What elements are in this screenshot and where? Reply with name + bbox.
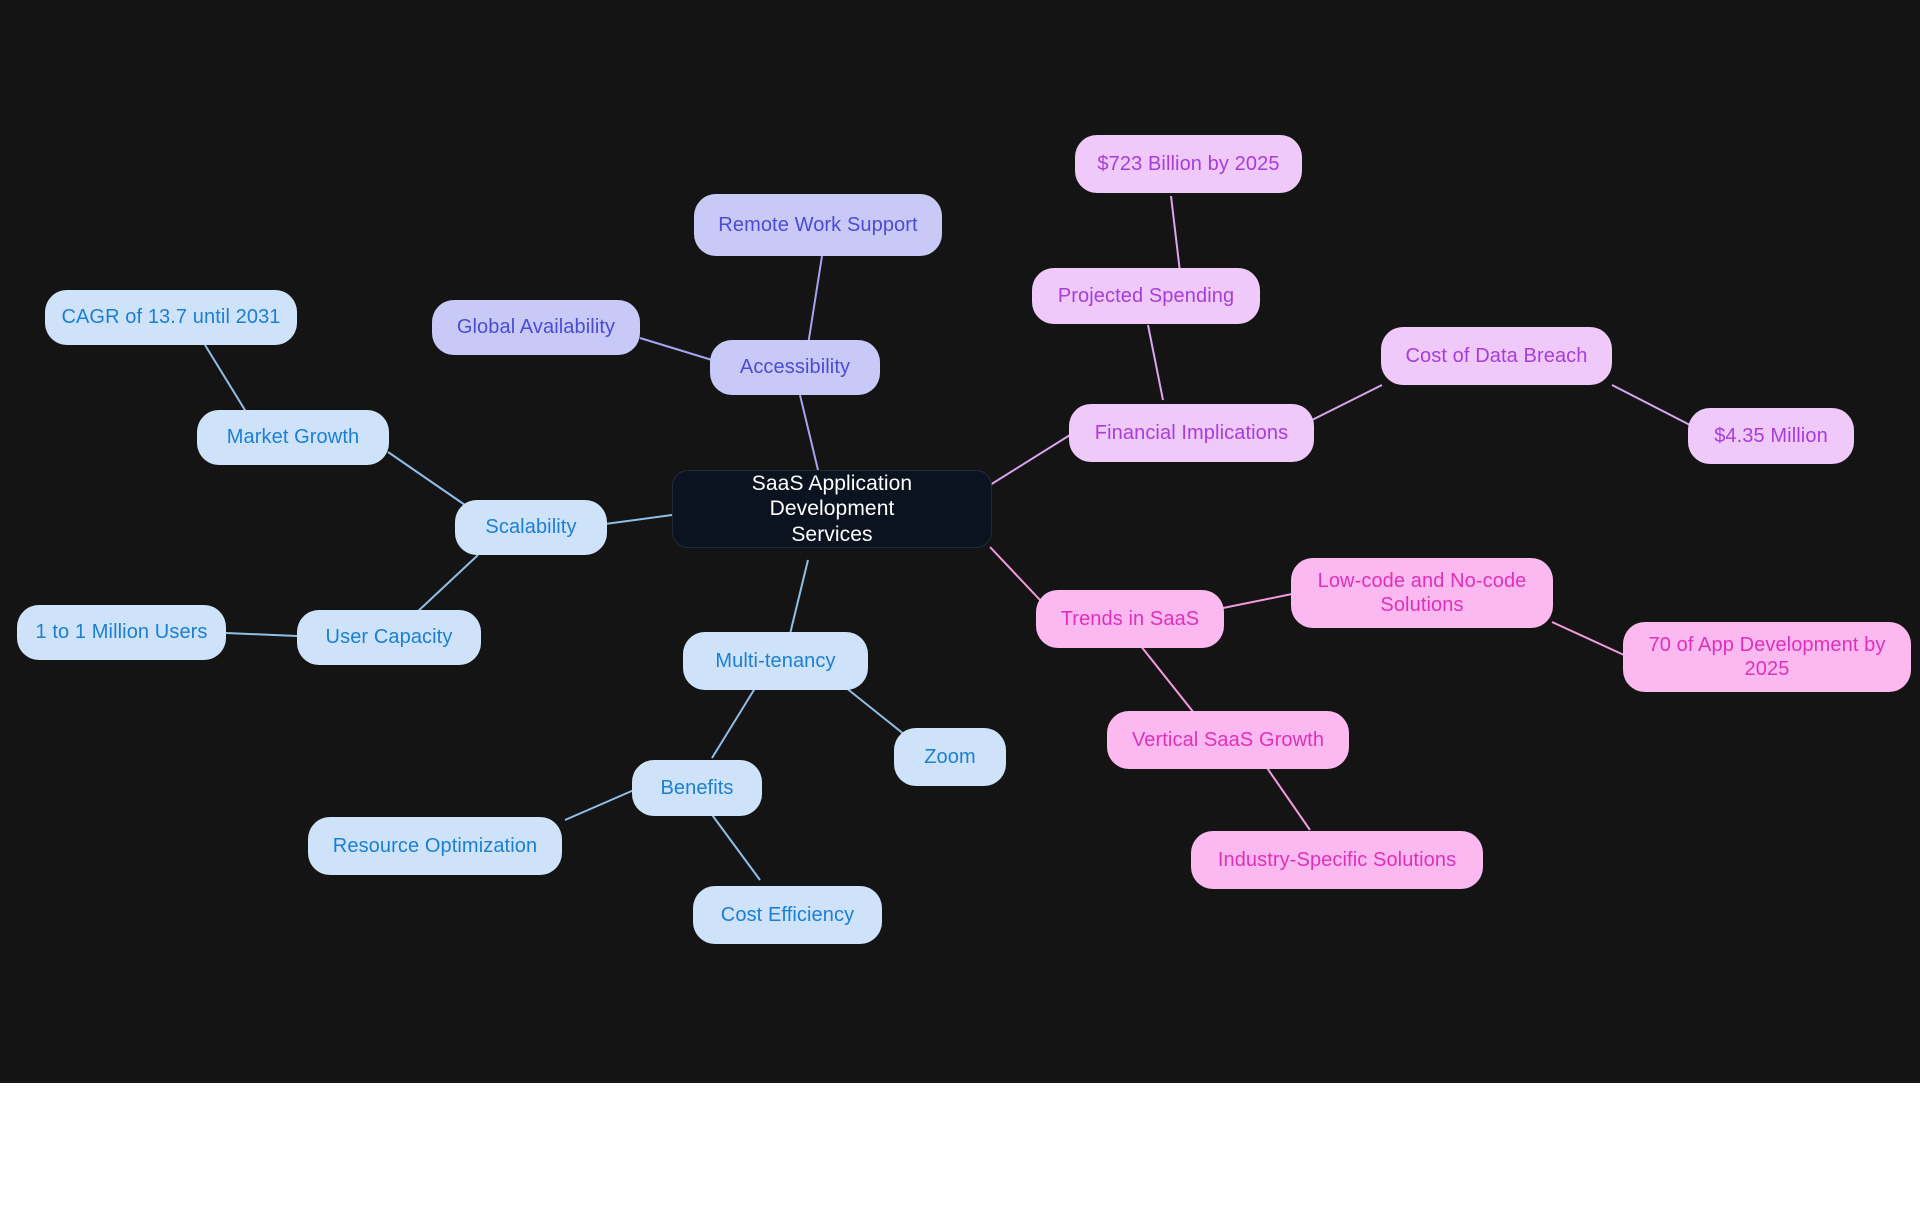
mindmap-canvas: SaaS Application Development Services Sc… [0,0,1920,1083]
node-global-availability[interactable]: Global Availability [432,300,640,355]
node-vertical-saas-growth[interactable]: Vertical SaaS Growth [1107,711,1349,769]
node-trends-in-saas[interactable]: Trends in SaaS [1036,590,1224,648]
node-root[interactable]: SaaS Application Development Services [672,470,992,548]
edge-trends-low-code [1222,593,1293,609]
node-scalability[interactable]: Scalability [455,500,607,555]
node-financial-implications[interactable]: Financial Implications [1069,404,1314,462]
node-user-capacity-label: User Capacity [325,626,453,649]
edge-scalability-market-growth [387,451,466,506]
edge-vertical-growth-industry [1264,764,1311,831]
node-market-growth[interactable]: Market Growth [197,410,389,465]
node-remote-work-support[interactable]: Remote Work Support [694,194,942,256]
node-users-range[interactable]: 1 to 1 Million Users [17,605,226,660]
edge-user-capacity-users [225,632,298,637]
edge-benefits-resource-optimization [564,789,635,821]
edge-financial-cost-data-breach [1311,384,1383,421]
edge-scalability-user-capacity [414,554,479,615]
node-zoom-label: Zoom [924,745,976,768]
node-app-dev-2025-label: 70 of App Development by 2025 [1648,633,1886,680]
node-app-dev-2025[interactable]: 70 of App Development by 2025 [1623,622,1911,692]
node-accessibility-label: Accessibility [739,356,851,379]
node-cost-efficiency[interactable]: Cost Efficiency [693,886,882,944]
node-cost-efficiency-label: Cost Efficiency [720,903,855,926]
node-user-capacity[interactable]: User Capacity [297,610,481,665]
node-resource-optimization[interactable]: Resource Optimization [308,817,562,875]
node-multi-tenancy-label: Multi-tenancy [715,649,836,672]
node-root-label: SaaS Application Development Services [751,471,913,546]
footer-bar [0,1083,1920,1215]
node-low-code-no-code-label: Low-code and No-code Solutions [1317,569,1527,616]
node-vertical-saas-growth-label: Vertical SaaS Growth [1131,728,1325,751]
node-cagr[interactable]: CAGR of 13.7 until 2031 [45,290,297,345]
node-global-availability-label: Global Availability [456,316,616,339]
node-accessibility[interactable]: Accessibility [710,340,880,395]
node-cost-of-data-breach[interactable]: Cost of Data Breach [1381,327,1612,385]
node-remote-work-support-label: Remote Work Support [718,213,918,236]
node-resource-optimization-label: Resource Optimization [332,834,538,857]
edge-low-code-app-dev [1551,621,1625,656]
edge-projected-spending-723b [1170,195,1181,273]
node-benefits-label: Benefits [660,776,734,799]
node-projected-spending-label: Projected Spending [1057,284,1235,307]
edge-root-multi-tenancy [789,559,809,635]
edge-multi-tenancy-zoom [839,682,906,736]
edge-trends-vertical-growth [1139,644,1199,719]
node-zoom[interactable]: Zoom [894,728,1006,786]
node-financial-implications-label: Financial Implications [1094,421,1289,444]
edge-benefits-cost-efficiency [706,807,761,881]
edge-market-growth-cagr [204,344,249,416]
node-trends-in-saas-label: Trends in SaaS [1060,607,1200,630]
node-spend-2025[interactable]: $723 Billion by 2025 [1075,135,1302,193]
edge-accessibility-global-availability [639,337,713,361]
node-spend-2025-label: $723 Billion by 2025 [1097,152,1280,175]
node-cagr-label: CAGR of 13.7 until 2031 [61,306,281,329]
edge-root-trends [989,546,1041,601]
edge-multi-tenancy-benefits [711,684,758,759]
edge-root-scalability [604,514,673,525]
node-scalability-label: Scalability [485,516,577,539]
node-users-range-label: 1 to 1 Million Users [35,621,208,644]
node-breach-cost-label: $4.35 Million [1714,424,1828,447]
node-multi-tenancy[interactable]: Multi-tenancy [683,632,868,690]
edge-financial-projected-spending [1147,324,1164,401]
node-cost-of-data-breach-label: Cost of Data Breach [1405,344,1588,367]
node-projected-spending[interactable]: Projected Spending [1032,268,1260,324]
node-industry-specific[interactable]: Industry-Specific Solutions [1191,831,1483,889]
node-breach-cost[interactable]: $4.35 Million [1688,408,1854,464]
edge-accessibility-remote-work [807,255,823,346]
edge-root-accessibility [799,394,819,471]
edge-root-financial-implications [989,434,1071,486]
node-industry-specific-label: Industry-Specific Solutions [1217,848,1457,871]
edge-cost-data-breach-435m [1611,384,1691,426]
node-low-code-no-code[interactable]: Low-code and No-code Solutions [1291,558,1553,628]
node-benefits[interactable]: Benefits [632,760,762,816]
node-market-growth-label: Market Growth [226,426,360,449]
